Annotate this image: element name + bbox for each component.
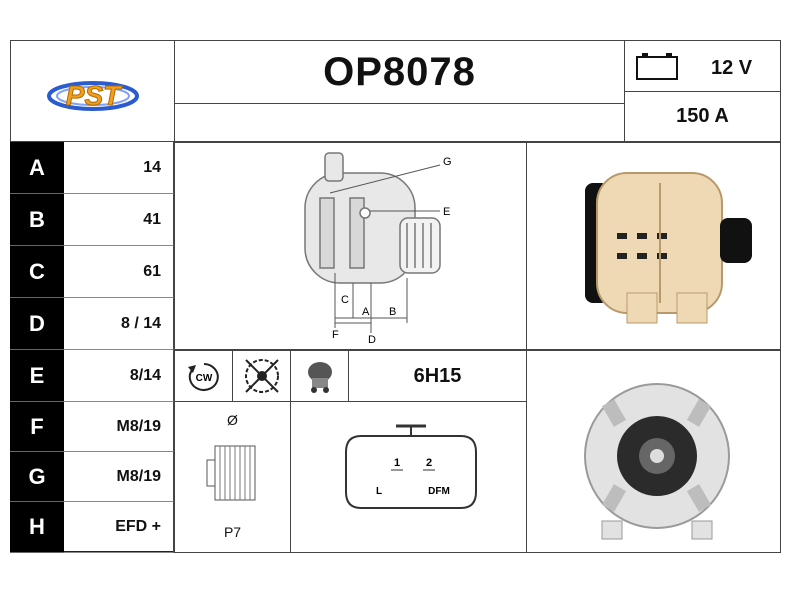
pulley-type: P7 <box>223 524 242 540</box>
label-f: F <box>332 329 339 341</box>
battery-icon <box>636 53 678 80</box>
connector-pin-1: 1 <box>394 457 400 469</box>
dim-letter-d: D <box>10 298 64 350</box>
connector-pin-2: 2 <box>426 457 432 469</box>
alternator-dimension-drawing: G E C A B F D <box>304 152 452 346</box>
logo-cell: PST <box>10 40 175 142</box>
part-number-sub-cell <box>174 103 625 142</box>
pulley-diameter-symbol: Ø <box>227 412 238 428</box>
alternator-rear-photo <box>584 383 730 540</box>
label-e: E <box>443 206 450 218</box>
connector-drawing: 1 2 L DFM <box>345 424 477 509</box>
connector-cell: 1 2 L DFM <box>290 401 527 553</box>
dim-value-h: EFD + <box>64 502 174 553</box>
logo-text: PST <box>66 80 123 111</box>
dim-letter-h: H <box>10 502 64 553</box>
dim-value-a: 14 <box>64 142 174 194</box>
dim-value-g: M8/19 <box>64 452 174 502</box>
alternator-side-photo <box>585 172 752 324</box>
voltage-value: 12 V <box>711 57 753 79</box>
rotation-label: CW <box>195 373 212 384</box>
label-d: D <box>368 334 376 346</box>
label-b: B <box>389 306 396 318</box>
regulator-icon <box>307 362 332 393</box>
fan-crossed-icon <box>244 359 279 393</box>
dim-letter-f: F <box>10 402 64 452</box>
regulator-icon-cell <box>290 350 349 402</box>
dim-value-e: 8/14 <box>64 350 174 402</box>
dim-value-d: 8 / 14 <box>64 298 174 350</box>
part-number-cell: OP8078 <box>174 40 625 104</box>
dim-value-b: 41 <box>64 194 174 246</box>
product-photo-rear-cell <box>526 350 781 553</box>
part-number: OP8078 <box>323 49 476 94</box>
product-photo-side-cell <box>526 142 781 350</box>
pst-logo: PST <box>47 80 139 112</box>
pulley-cell: Ø P7 <box>174 401 291 553</box>
dim-letter-e: E <box>10 350 64 402</box>
dim-letter-g: G <box>10 452 64 502</box>
label-g: G <box>443 156 452 168</box>
dim-letter-c: C <box>10 246 64 298</box>
dim-value-c: 61 <box>64 246 174 298</box>
rotation-cell: CW <box>174 350 233 402</box>
amperage-cell: 150 A <box>624 91 781 142</box>
pulley-drawing <box>206 445 256 501</box>
dim-letter-b: B <box>10 194 64 246</box>
connector-label-l: L <box>376 486 382 497</box>
dim-value-f: M8/19 <box>64 402 174 452</box>
clockwise-rotation-icon: CW <box>187 363 219 391</box>
dim-letter-a: A <box>10 142 64 194</box>
voltage-cell: 12 V <box>624 40 781 92</box>
no-fan-cell <box>232 350 291 402</box>
regulator-code: 6H15 <box>413 364 462 387</box>
label-c: C <box>341 294 349 306</box>
connector-label-dfm: DFM <box>428 486 450 497</box>
dimension-diagram-cell: G E C A B F D <box>174 142 527 350</box>
amperage-value: 150 A <box>676 105 729 127</box>
label-a: A <box>362 306 370 318</box>
regulator-code-cell: 6H15 <box>348 350 527 402</box>
